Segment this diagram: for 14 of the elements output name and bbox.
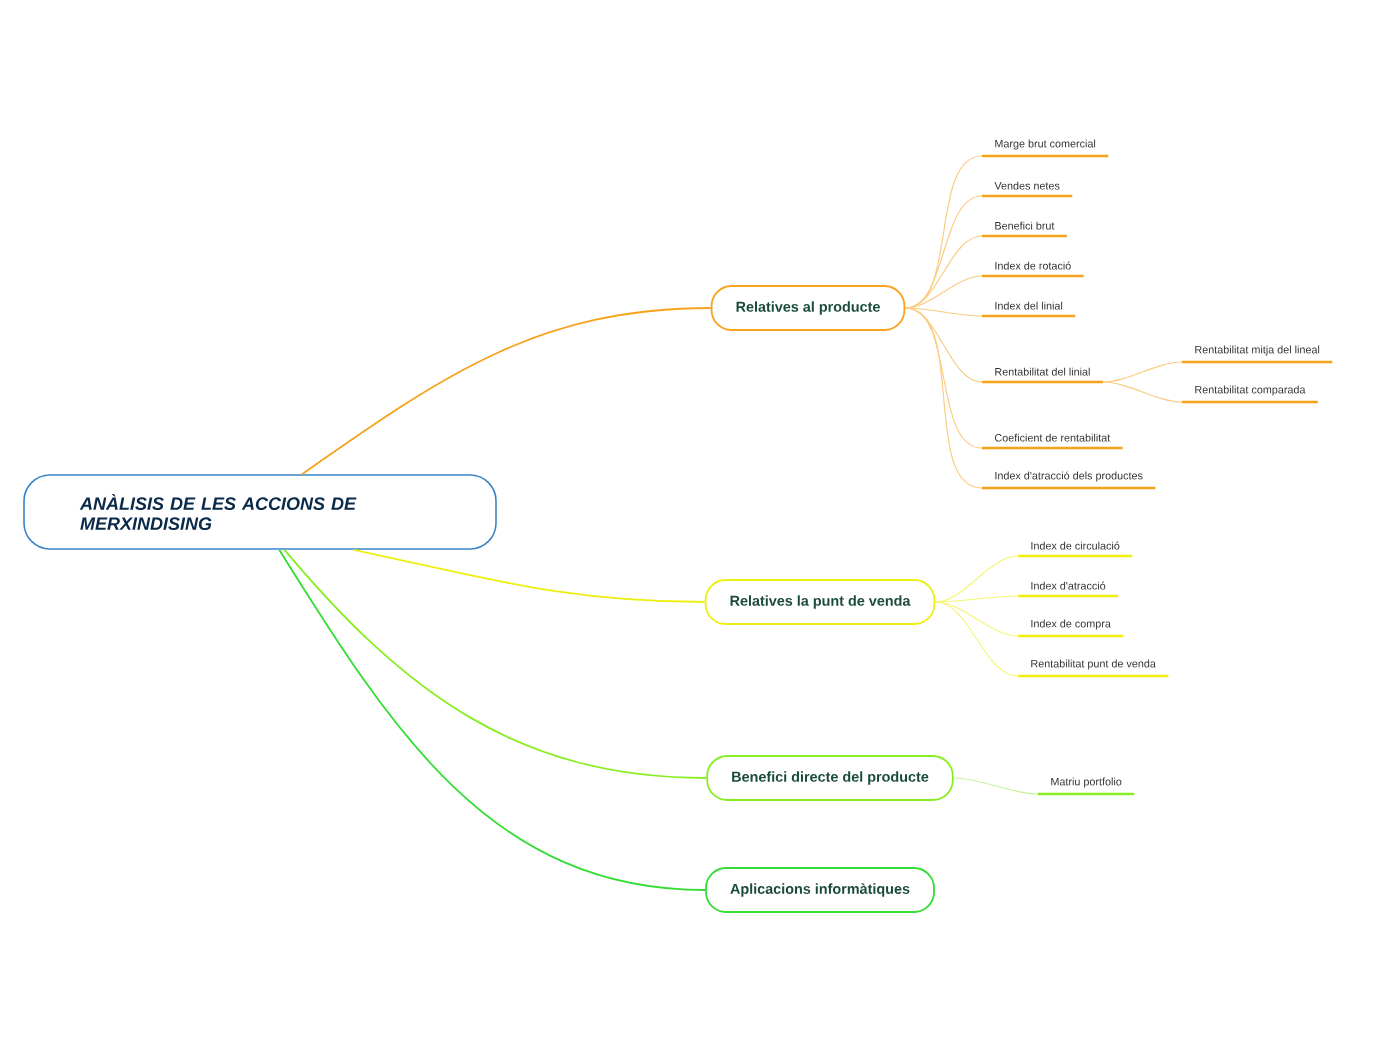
branch-line [904, 275, 983, 309]
topic-box: ANÀLISIS DE LES ACCIONS DE MERXINDISING [23, 474, 497, 550]
branch-line [953, 777, 1039, 795]
branch-line [934, 601, 1019, 677]
branch-line [278, 548, 706, 891]
branch-line [352, 548, 706, 603]
branch-line [934, 595, 1019, 603]
branch-line [301, 307, 712, 476]
branch-line [1102, 381, 1183, 403]
branch-line [934, 601, 1019, 637]
branch-line [283, 548, 708, 779]
branch-line [904, 307, 983, 317]
branch-line [1102, 361, 1183, 383]
branch-line [904, 307, 983, 489]
